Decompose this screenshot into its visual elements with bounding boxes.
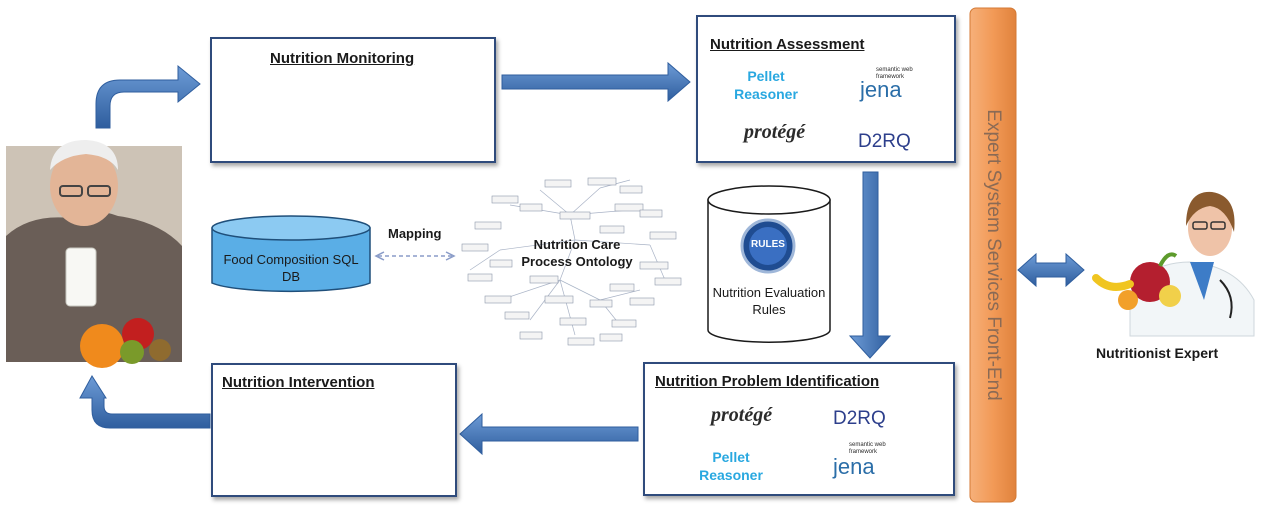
rules-db-label: Nutrition Evaluation Rules (712, 285, 826, 317)
pellet-reasoner-logo-2: Pellet Reasoner (699, 449, 763, 483)
arrow-assessment-to-problem (848, 171, 892, 359)
ontology-nodes (461, 177, 682, 346)
rules-badge-label: RULES (751, 239, 785, 250)
jena-logo-2: jena (833, 454, 875, 479)
protege-logo-2: protégé (711, 404, 773, 426)
nutrition-intervention-title: Nutrition Intervention (222, 374, 375, 391)
d2rq-logo: D2RQ (858, 131, 911, 152)
jena-tagline-2: semantic web framework (849, 442, 886, 455)
food-db-label: Food Composition SQL DB (223, 252, 359, 284)
mapping-dashed-arrow (374, 251, 456, 261)
ontology-label: Nutrition Care Process Ontology (521, 237, 633, 269)
arrow-bidirectional-expert (1017, 252, 1085, 288)
arrow-patient-to-monitoring (95, 64, 201, 129)
arrow-problem-to-intervention (459, 412, 639, 456)
protege-logo: protégé (744, 121, 806, 143)
nutrition-problem-title: Nutrition Problem Identification (655, 373, 880, 390)
nutrition-assessment-box: Nutrition Assessment Pellet Reasoner sem… (696, 15, 956, 163)
arrow-intervention-to-patient (79, 375, 211, 429)
mapping-label: Mapping (388, 226, 442, 241)
nutritionist-image (1092, 191, 1255, 337)
d2rq-logo-2: D2RQ (833, 408, 886, 429)
nutrition-monitoring-box: Nutrition Monitoring (210, 37, 496, 163)
nutritionist-expert-caption: Nutritionist Expert (1096, 345, 1219, 361)
nutrition-assessment-title: Nutrition Assessment (710, 36, 865, 53)
jena-tagline: semantic web framework (876, 67, 913, 80)
patient-image (6, 140, 182, 368)
food-db-cylinder (211, 215, 371, 293)
nutrition-intervention-box: Nutrition Intervention (211, 363, 457, 497)
pellet-reasoner-logo: Pellet Reasoner (734, 68, 798, 102)
expert-system-bar-label: Expert System Services Front-End (983, 109, 1004, 401)
nutrition-monitoring-title: Nutrition Monitoring (270, 50, 415, 67)
rules-badge-icon (740, 218, 796, 274)
arrow-monitoring-to-assessment (501, 61, 691, 103)
nutrition-problem-box: Nutrition Problem Identification protégé… (643, 362, 955, 496)
jena-logo: jena (860, 77, 902, 102)
expert-system-bar (969, 7, 1017, 503)
